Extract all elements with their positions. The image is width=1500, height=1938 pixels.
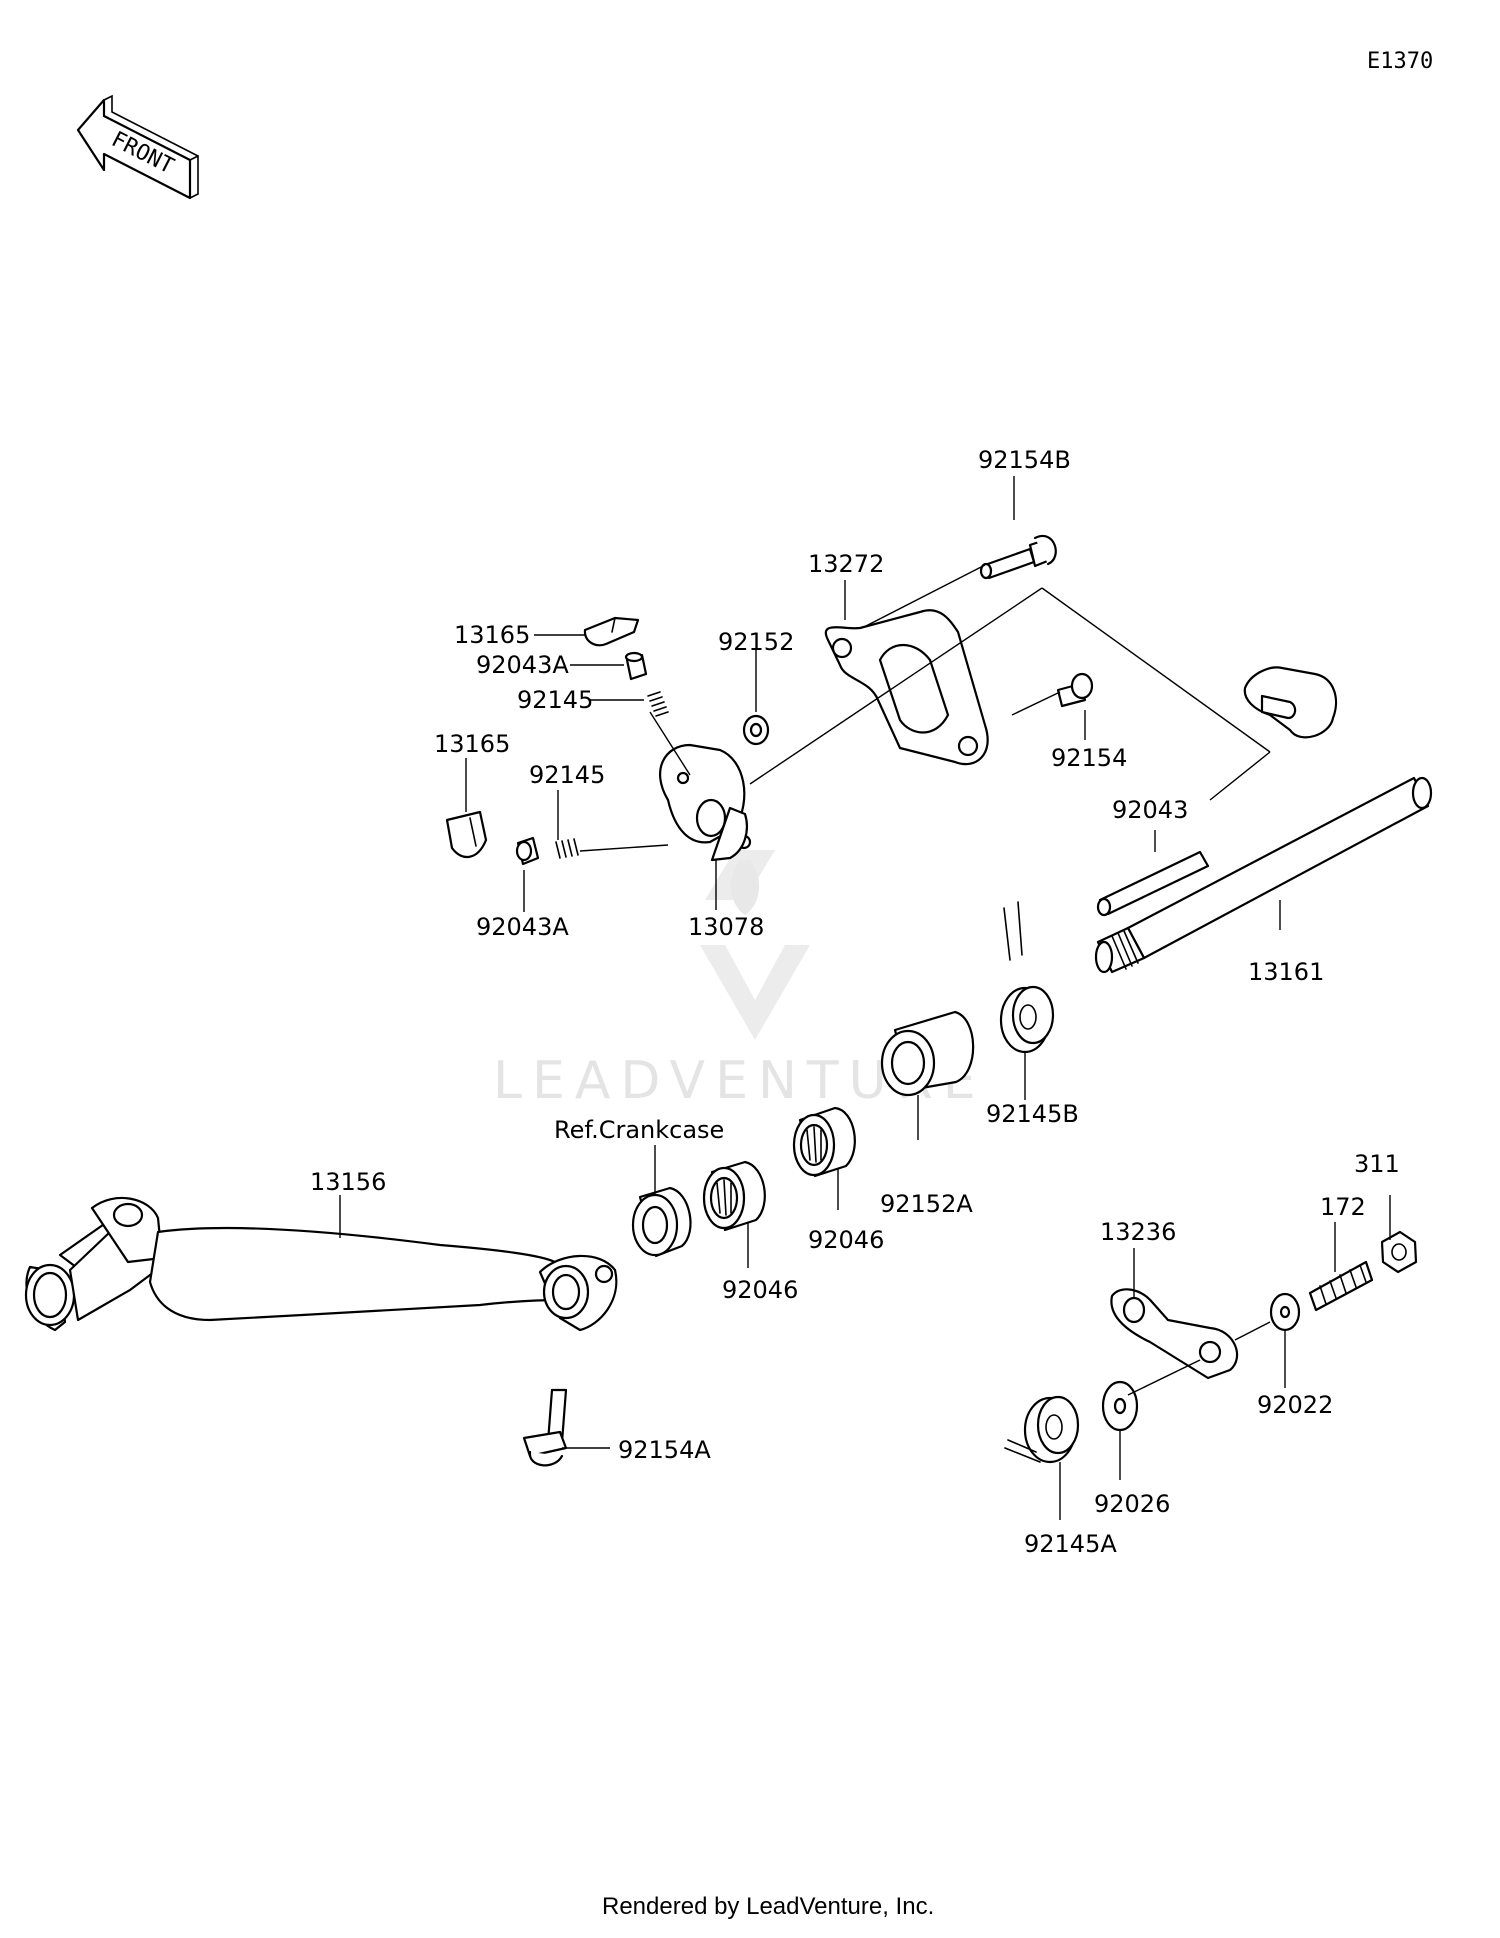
label-13165-top: 13165 xyxy=(454,621,530,649)
label-92154: 92154 xyxy=(1051,744,1127,772)
washer-92152 xyxy=(742,714,770,746)
label-92043: 92043 xyxy=(1112,796,1188,824)
label-92145-lower: 92145 xyxy=(529,761,605,789)
label-13161: 13161 xyxy=(1248,958,1324,986)
label-92145-top: 92145 xyxy=(517,686,593,714)
nut-311 xyxy=(1380,1230,1418,1274)
pin-92043 xyxy=(1096,850,1210,917)
guide-plate-13272 xyxy=(824,609,989,766)
label-92046-upper: 92046 xyxy=(808,1226,884,1254)
label-92152A: 92152A xyxy=(880,1190,973,1218)
stud-172 xyxy=(1308,1260,1374,1312)
collar-92152A xyxy=(880,1010,975,1097)
bolt-92154B xyxy=(979,534,1057,580)
pawl-13165-top xyxy=(583,616,640,647)
label-92046-lower: 92046 xyxy=(722,1276,798,1304)
spring-92145-lower xyxy=(555,838,579,859)
footer-credit: Rendered by LeadVenture, Inc. xyxy=(602,1893,934,1920)
watermark-logo xyxy=(700,850,810,1040)
shift-arm-13078 xyxy=(658,743,752,862)
label-13156: 13156 xyxy=(310,1168,386,1196)
spring-92145B xyxy=(999,901,1055,1054)
bearing-92046-upper xyxy=(792,1106,856,1178)
leader-lines xyxy=(339,476,1391,1520)
label-92043A-top: 92043A xyxy=(476,651,569,679)
label-92154A: 92154A xyxy=(618,1436,711,1464)
spring-92145A xyxy=(1004,1395,1080,1464)
shift-pedal-13156 xyxy=(24,1196,618,1332)
label-13078: 13078 xyxy=(688,913,764,941)
label-92154B: 92154B xyxy=(978,446,1071,474)
label-172: 172 xyxy=(1320,1193,1366,1221)
label-ref-crankcase: Ref.Crankcase xyxy=(554,1116,724,1144)
washer-92022 xyxy=(1269,1292,1301,1332)
pin-92043A-lower xyxy=(515,836,540,866)
shift-shaft-13161 xyxy=(1094,666,1433,974)
label-92145B: 92145B xyxy=(986,1100,1079,1128)
oil-seal xyxy=(631,1186,692,1258)
bearing-92046-lower xyxy=(702,1160,766,1232)
pin-92043A-top xyxy=(624,651,648,681)
label-13165-lower: 13165 xyxy=(434,730,510,758)
lever-13236 xyxy=(1110,1288,1239,1380)
front-arrow-icon: FRONT xyxy=(76,94,199,200)
label-13272: 13272 xyxy=(808,550,884,578)
diagram-code: E1370 xyxy=(1367,49,1433,74)
bolt-92154A xyxy=(522,1388,568,1467)
label-92043A-lower: 92043A xyxy=(476,913,569,941)
label-92145A: 92145A xyxy=(1024,1530,1117,1558)
label-13236: 13236 xyxy=(1100,1218,1176,1246)
label-92022: 92022 xyxy=(1257,1391,1333,1419)
bolt-92154 xyxy=(1056,672,1094,708)
part-labels: 92154B 13272 13165 92043A 92152 92145 13… xyxy=(310,446,1400,1558)
label-92152: 92152 xyxy=(718,628,794,656)
label-311: 311 xyxy=(1354,1150,1400,1178)
spring-92145-top xyxy=(647,691,669,717)
pawl-13165-lower xyxy=(445,810,488,858)
label-92026: 92026 xyxy=(1094,1490,1170,1518)
washer-92026 xyxy=(1101,1380,1139,1432)
